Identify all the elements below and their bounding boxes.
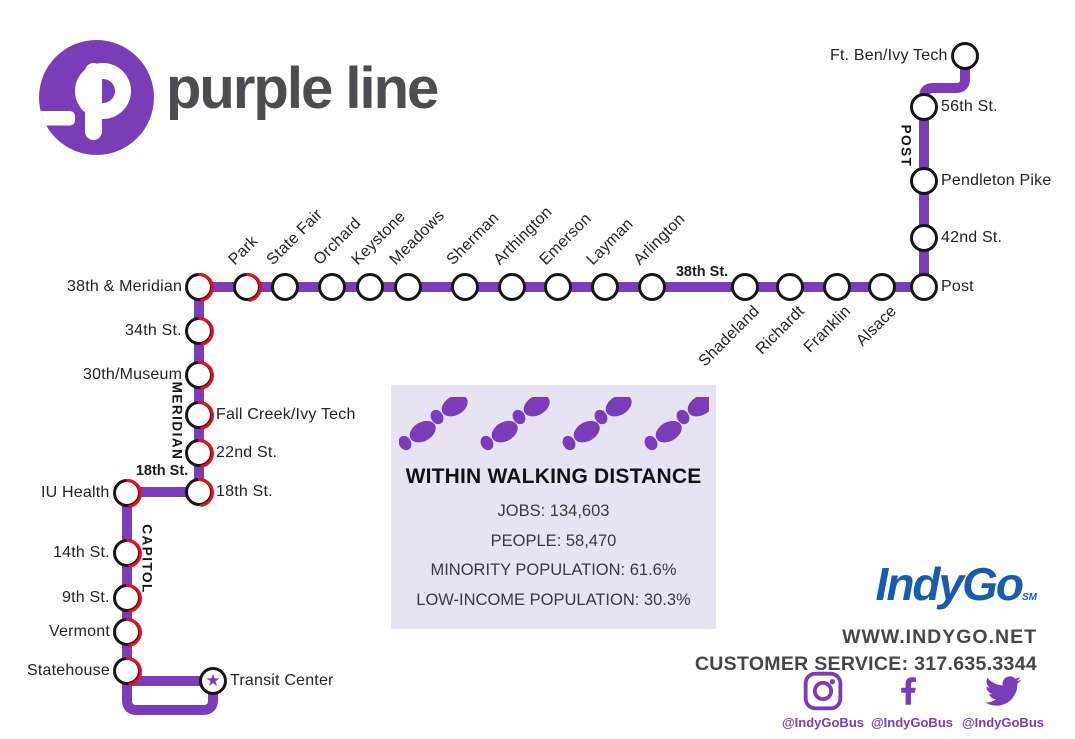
station-marker-arthington (498, 273, 526, 301)
station-marker-18th-st (178, 471, 220, 513)
twitter-handle[interactable]: @IndyGoBus (961, 715, 1044, 730)
station-label-56th-st: 56th St. (941, 98, 998, 115)
stat-line: PEOPLE: 58,470 (490, 531, 617, 550)
indygo-logo-text: IndyGo (875, 558, 1024, 610)
station-label-14th-st: 14th St. (53, 544, 110, 561)
station-label-transit-center: Transit Center (230, 672, 334, 689)
social-instagram: @IndyGoBus (768, 670, 878, 730)
instagram-icon[interactable] (768, 670, 878, 712)
station-marker-34th-st (178, 310, 220, 352)
station-label-9th-st: 9th St. (62, 589, 110, 606)
station-marker-22nd-st (178, 432, 220, 474)
station-marker-iu-health (106, 472, 148, 514)
station-marker-state-fair (271, 273, 299, 301)
social-twitter: @IndyGoBus (948, 670, 1058, 730)
facebook-icon[interactable] (857, 670, 967, 712)
street-label-38th-st: 38th St. (675, 264, 729, 280)
station-marker-statehouse (106, 650, 148, 692)
stat-line: LOW-INCOME POPULATION: 30.3% (416, 590, 691, 609)
station-marker-transit-center: ★ (199, 667, 227, 695)
station-marker-30th-museum (178, 354, 220, 396)
station-marker-38th-meridian (178, 266, 220, 308)
station-marker-meadows (394, 273, 422, 301)
station-marker-vermont (106, 611, 148, 653)
stat-line: JOBS: 134,603 (497, 502, 610, 520)
corridor-label-post: POST (898, 124, 914, 168)
station-marker-arlington (638, 273, 666, 301)
indygo-sm-mark: SM (1022, 592, 1037, 603)
page-title: purple line (166, 56, 439, 121)
station-marker-richardt (776, 273, 804, 301)
station-label-ft-ben-ivy-tech: Ft. Ben/Ivy Tech (830, 47, 948, 64)
station-marker-emerson (544, 273, 572, 301)
station-marker-post (910, 273, 938, 301)
purple-line-logo (39, 40, 154, 155)
station-marker-park (226, 266, 268, 308)
footer-contact-block: IndyGoSM WWW.INDYGO.NET CUSTOMER SERVICE… (695, 560, 1037, 676)
station-label-vermont: Vermont (49, 623, 110, 640)
station-marker-franklin (823, 273, 851, 301)
station-marker-orchard (318, 273, 346, 301)
instagram-handle[interactable]: @IndyGoBus (781, 715, 864, 730)
station-label-statehouse: Statehouse (27, 662, 110, 679)
station-label-34th-st: 34th St. (125, 322, 182, 339)
station-marker-keystone (356, 273, 384, 301)
station-label-22nd-st: 22nd St. (216, 444, 278, 461)
station-label-fall-creek-ivy-tech: Fall Creek/Ivy Tech (216, 406, 356, 423)
station-marker-fall-creek-ivy-tech (178, 394, 220, 436)
corridor-label-capitol: CAPITOL (139, 524, 155, 594)
transit-center-star-icon: ★ (205, 670, 221, 690)
station-label-18th-st: 18th St. (216, 483, 273, 500)
customer-service-line: CUSTOMER SERVICE: 317.635.3344 (694, 653, 1037, 675)
corridor-label-meridian: MERIDIAN (169, 381, 185, 461)
footprints-icon (399, 397, 709, 454)
station-marker-56th-st (910, 93, 938, 121)
street-label-18th-st: 18th St. (135, 463, 189, 479)
walking-distance-heading: WITHIN WALKING DISTANCE (405, 465, 702, 488)
station-marker-ft-ben-ivy-tech (951, 42, 979, 70)
website-url: WWW.INDYGO.NET (842, 626, 1037, 648)
downtown-loop-path (122, 666, 218, 715)
twitter-icon[interactable] (948, 670, 1058, 712)
indygo-logo: IndyGoSM (695, 560, 1037, 622)
purple-line-logo-icon (39, 40, 154, 155)
station-marker-9th-st (106, 577, 148, 619)
station-label-42nd-st: 42nd St. (941, 229, 1003, 246)
station-marker-pendleton-pike (910, 167, 938, 195)
station-marker-alsace (868, 273, 896, 301)
station-marker-layman (591, 273, 619, 301)
station-label-pendleton-pike: Pendleton Pike (941, 172, 1052, 189)
station-label-iu-health: IU Health (41, 484, 110, 501)
station-marker-shadeland (731, 273, 759, 301)
station-label-30th-museum: 30th/Museum (83, 366, 183, 383)
station-label-post: Post (941, 278, 974, 295)
station-marker-sherman (451, 273, 479, 301)
facebook-handle[interactable]: @IndyGoBus (870, 715, 953, 730)
station-marker-14th-st (106, 532, 148, 574)
station-marker-42nd-st (910, 224, 938, 252)
stat-line: MINORITY POPULATION: 61.6% (430, 561, 677, 579)
station-label-38th-meridian: 38th & Meridian (67, 278, 183, 295)
social-facebook: @IndyGoBus (857, 670, 967, 730)
